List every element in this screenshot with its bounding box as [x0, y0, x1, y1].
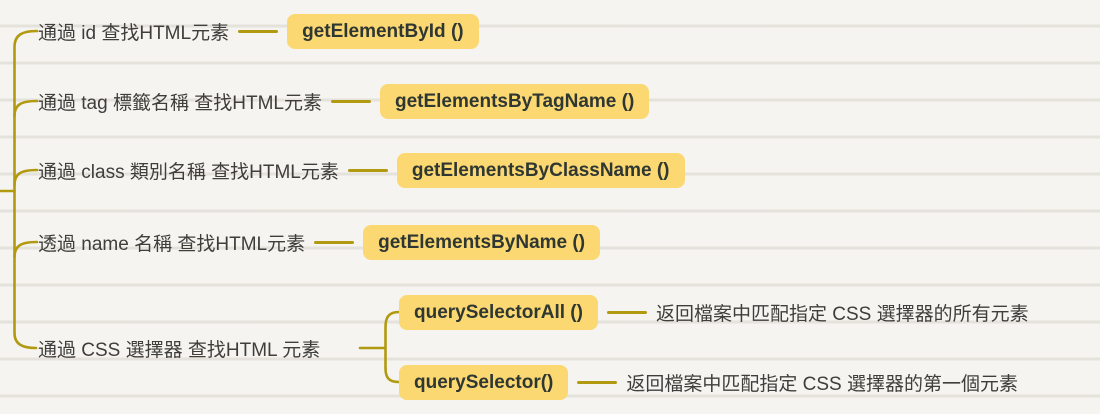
method-node-get-elements-by-name[interactable]: getElementsByName ()	[363, 224, 601, 260]
branch-curve	[13, 168, 39, 187]
branch-row-by-id: 通過 id 查找HTML元素 getElementById ()	[38, 13, 479, 49]
branch-connector-dash	[606, 310, 647, 314]
branch-row-by-class: 通過 class 類別名稱 查找HTML元素 getElementsByClas…	[38, 152, 685, 188]
sub-branch-row-query-selector-all: querySelectorAll () 返回檔案中匹配指定 CSS 選擇器的所有…	[399, 294, 1029, 330]
branch-connector-dash	[238, 29, 279, 33]
branch-curve	[13, 99, 39, 118]
method-node-query-selector-all[interactable]: querySelectorAll ()	[399, 294, 598, 330]
branch-connector-dash	[347, 168, 388, 172]
trunk-line	[13, 29, 39, 350]
method-node-get-elements-by-class-name[interactable]: getElementsByClassName ()	[396, 152, 685, 188]
branch-label-by-tag[interactable]: 通過 tag 標籤名稱 查找HTML元素	[38, 92, 322, 114]
branch-label-by-css-selector[interactable]: 通過 CSS 選擇器 查找HTML 元素	[38, 339, 321, 361]
branch-connector-dash	[577, 380, 618, 384]
branch-label-by-name[interactable]: 透過 name 名稱 查找HTML元素	[38, 233, 306, 255]
branch-row-by-css-selector: 通過 CSS 選擇器 查找HTML 元素	[38, 330, 320, 366]
method-node-query-selector[interactable]: querySelector()	[399, 364, 569, 400]
branch-connector-dash	[330, 99, 371, 103]
branch-row-by-name: 透過 name 名稱 查找HTML元素 getElementsByName ()	[38, 224, 601, 260]
branch-label-by-class[interactable]: 通過 class 類別名稱 查找HTML元素	[38, 161, 339, 183]
description-query-selector[interactable]: 返回檔案中匹配指定 CSS 選擇器的第一個元素	[626, 373, 1019, 395]
branch-row-by-tag: 通過 tag 標籤名稱 查找HTML元素 getElementsByTagNam…	[38, 83, 650, 119]
branch-connector-dash	[314, 240, 355, 244]
method-node-get-elements-by-tag-name[interactable]: getElementsByTagName ()	[379, 83, 650, 119]
branch-curve	[13, 240, 39, 259]
method-node-get-element-by-id[interactable]: getElementById ()	[287, 13, 479, 49]
branch-label-by-id[interactable]: 通過 id 查找HTML元素	[38, 22, 230, 44]
sub-branch-row-query-selector: querySelector() 返回檔案中匹配指定 CSS 選擇器的第一個元素	[399, 364, 1018, 400]
description-query-selector-all[interactable]: 返回檔案中匹配指定 CSS 選擇器的所有元素	[655, 303, 1029, 325]
fork-bracket-line	[384, 310, 401, 384]
